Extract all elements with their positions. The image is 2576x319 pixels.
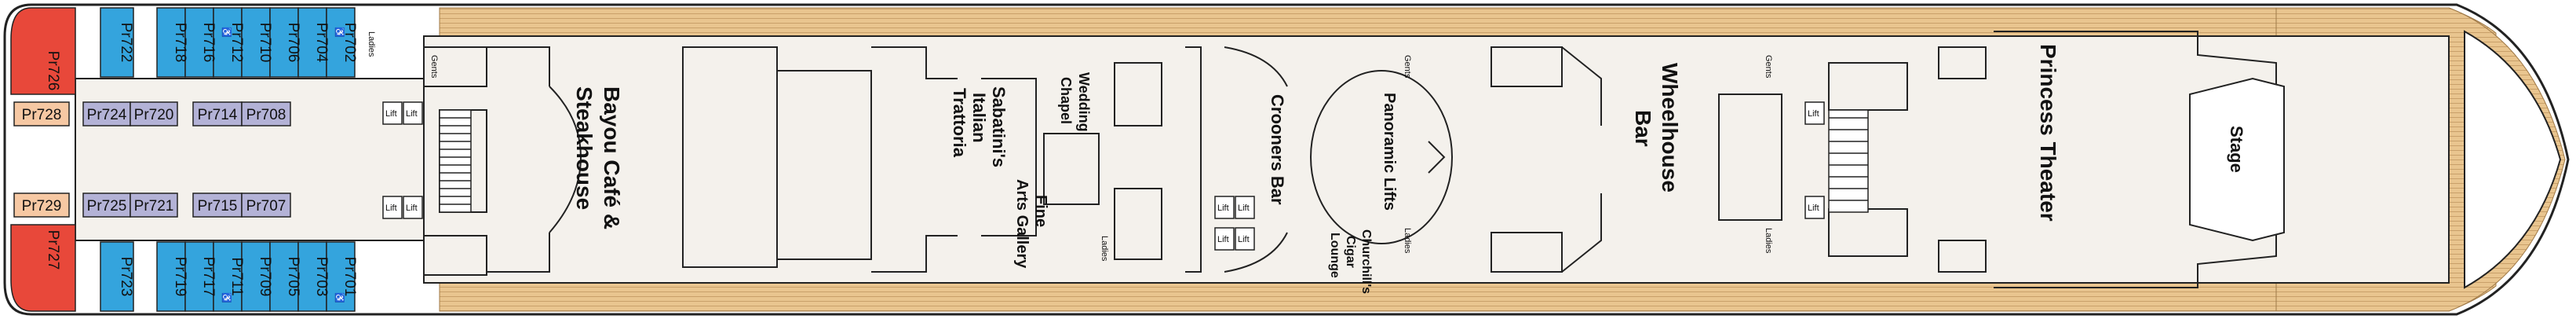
cabins-top-row	[100, 7, 356, 78]
cabin-label: Pr720	[134, 107, 174, 123]
venue-label-wedding: Wedding	[1076, 72, 1092, 132]
venue-label-churchills: Cigar	[1344, 236, 1357, 268]
lift-squares	[382, 101, 1825, 251]
cabin-label: Pr718	[172, 23, 188, 63]
wheelchair-icon: ♿	[221, 27, 232, 38]
venue-label-panoramic: Panoramic Lifts	[1381, 93, 1398, 211]
cabin-red-bottom	[10, 224, 76, 312]
cabin-label: Pr711	[228, 257, 245, 295]
venue-label-sabatini: Italian	[969, 93, 989, 143]
cabin-orange-top	[13, 101, 70, 126]
lift-label: Lift	[1238, 235, 1250, 244]
wheelchair-icon: ♿	[334, 292, 345, 303]
cabins-inner	[82, 101, 291, 218]
cabin-label: Pr709	[257, 257, 273, 297]
cabin-red-top	[10, 7, 76, 95]
lift-label: Lift	[1808, 109, 1819, 119]
stage-platform	[2189, 77, 2285, 242]
venue-label-churchills: Churchill's	[1359, 229, 1373, 294]
venue-label-churchills: Lounge	[1328, 233, 1341, 278]
bow-tip	[2464, 30, 2562, 289]
cabin-labels-top: Pr722 Pr718 Pr716 Pr712 Pr710 Pr706 Pr70…	[118, 23, 358, 63]
cabin-label: Pr723	[118, 257, 134, 297]
cabin-label: Pr719	[172, 257, 188, 297]
ladies-label: Ladies	[1764, 228, 1773, 254]
lift-label: Lift	[1808, 204, 1819, 213]
cabin-labels-bottom: Pr723 Pr719 Pr717 Pr711 Pr709 Pr705 Pr70…	[118, 257, 358, 297]
lift-label: Lift	[385, 204, 397, 213]
gents-label: Gents	[429, 55, 439, 79]
ladies-label: Ladies	[367, 31, 376, 57]
cabin-label: Pr721	[134, 198, 174, 214]
cabin-label: Pr710	[257, 23, 273, 63]
cabin-label: Pr708	[246, 107, 286, 123]
lift-label: Lift	[1217, 235, 1229, 244]
cabin-label: Pr716	[200, 23, 217, 63]
interior-public-area	[423, 35, 2450, 284]
ladies-label: Ladies	[1100, 236, 1109, 262]
cabin-label: Pr722	[118, 23, 134, 63]
ladies-label: Ladies	[1403, 228, 1412, 254]
cabin-label: Pr712	[228, 23, 245, 63]
cabin-label: Pr705	[285, 257, 301, 297]
cabin-orange-bottom	[13, 192, 70, 218]
venue-label-bayou: Steakhouse	[572, 86, 597, 210]
venue-label-wheelhouse: Bar	[1631, 110, 1655, 147]
cabin-label: Pr707	[246, 198, 286, 214]
cabin-label: Pr729	[22, 198, 62, 214]
wheelchair-icon: ♿	[334, 27, 345, 38]
stairwells	[439, 109, 1869, 213]
lift-label: Lift	[406, 204, 418, 213]
venue-label-sabatini: Trattoria	[950, 88, 969, 158]
cabins-bottom-row	[100, 241, 356, 312]
lift-label: Lift	[1238, 204, 1250, 213]
cabin-label: Pr701	[341, 257, 358, 297]
venue-label-bayou: Bayou Café &	[600, 86, 624, 229]
cabin-label: Pr728	[22, 107, 62, 123]
venue-label-stage: Stage	[2227, 126, 2246, 173]
venue-label-fine-arts: Arts Gallery	[1013, 179, 1031, 269]
cabin-label: Pr725	[87, 198, 127, 214]
gents-label: Gents	[1764, 55, 1773, 79]
cabin-label: Pr702	[341, 23, 358, 63]
cabin-label: Pr726	[45, 51, 61, 91]
cabin-label: Pr706	[285, 23, 301, 63]
lift-labels: Lift Lift Lift Lift Lift Lift Lift Lift …	[385, 109, 1819, 244]
cabin-label: Pr704	[313, 23, 330, 63]
cabin-label: Pr724	[87, 107, 127, 123]
lift-label: Lift	[1217, 204, 1229, 213]
lift-label: Lift	[385, 109, 397, 119]
venue-label-crooners: Crooners Bar	[1268, 94, 1287, 205]
venue-label-wheelhouse: Wheelhouse	[1658, 63, 1682, 192]
cabin-label: Pr714	[198, 107, 238, 123]
venue-label-fine-arts: Fine	[1032, 195, 1049, 227]
venue-label-wedding: Chapel	[1058, 77, 1074, 124]
cabin-label: Pr727	[45, 230, 61, 270]
cabin-label: Pr715	[198, 198, 238, 214]
venue-label-princess: Princess Theater	[2036, 44, 2060, 222]
wheelchair-icon: ♿	[221, 292, 232, 303]
venue-label-sabatini: Sabatini's	[989, 86, 1009, 167]
lift-label: Lift	[406, 109, 418, 119]
gents-label: Gents	[1403, 55, 1412, 79]
cabin-label: Pr717	[200, 257, 217, 297]
accessible-cabin-icons: ♿ ♿ ♿ ♿	[221, 27, 345, 303]
panoramic-lift-atrium	[1310, 70, 1453, 244]
cabin-label: Pr703	[313, 257, 330, 297]
